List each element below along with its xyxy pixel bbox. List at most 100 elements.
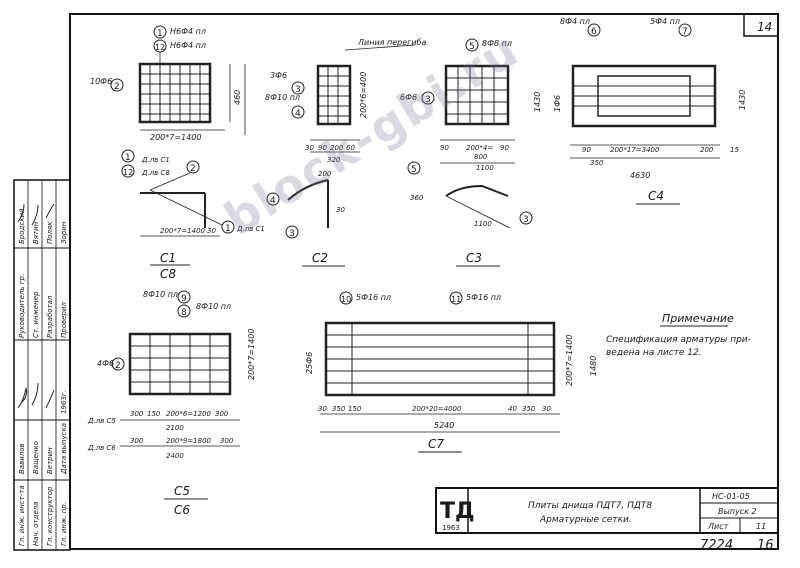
c5-height: 200*7=1400 [247,329,256,380]
c3-dim-0: 90 [440,144,449,152]
role-8: Проверил [60,302,68,338]
c2-callout-1: 3Ф6 [270,71,287,80]
c7-dim-0: 30 [318,405,327,413]
svg-text:10: 10 [341,295,351,304]
mesh-c7: 10 11 5Ф16 пл 5Ф16 пл 25Ф6 200*7=1400 14… [305,291,598,453]
svg-text:5: 5 [411,165,417,175]
c4-dim-1: 90 [582,146,591,154]
mesh-c1-plan: 1 12 2 Н6Ф4 пл Н6Ф4 пл 10Ф6 200*7=1400 4… [90,25,246,142]
name-8: Зорин [60,221,68,244]
c8-name: С8 [160,267,176,281]
c5-row-label-1: Д.лв С5 [87,417,116,425]
c1-sec-dim2: 30 [207,227,216,235]
signature-column: Гл. инж. инст-та Нач. отдела Гл. констру… [13,179,71,551]
c7-callout-2: 5Ф16 пл [466,293,501,302]
c4-dim-4: 200 [700,146,714,154]
c7-dim-4: 40 [508,405,517,413]
svg-text:4: 4 [295,109,301,119]
c1-callout-2: Н6Ф4 пл [170,41,206,50]
name-2: Ветрин [46,447,54,474]
c7-dim-1: 350 [332,405,346,413]
c3-name: С3 [466,251,482,265]
mesh-c1-section: 1 12 2 1 Д.лв С1 Д.лв С8 Д.лв С1 200*7=1… [121,149,265,281]
c1-section-label-1: Д.лв С1 [141,156,170,164]
note-line-1: Спецификация арматуры при- [606,335,751,345]
mesh-c2: Линия перегиба 3Ф6 8Ф10 пл 3 4 200*6=400… [265,38,426,267]
name-1: Ващенко [32,441,40,474]
svg-text:3: 3 [425,95,431,105]
c7-dim-6: 30 [542,405,551,413]
c2-sec-dim-2: 30 [336,206,345,214]
c1-width: 200*7=1400 [150,133,201,142]
c3-callout-1: 8Ф8 пл [482,39,512,48]
c3-callout-2: 6Ф6 [400,93,417,102]
c5-row2-0: 300 [130,437,144,445]
mesh-c3: 5 3 8Ф8 пл 6Ф6 1430 90 200*4= 800 1100 9… [400,38,542,267]
c5-name: С5 [174,484,190,498]
svg-text:9: 9 [181,294,187,304]
svg-text:4: 4 [270,196,276,206]
c7-name: С7 [428,437,444,451]
c5-side: 4Ф6 [97,359,114,368]
stamp-code: НС-01-05 [712,492,750,501]
svg-text:12: 12 [155,43,165,52]
c7-callout-1: 5Ф16 пл [356,293,391,302]
c5-row1-0: 300 [130,410,144,418]
c2-dim-0: 30 [305,144,314,152]
c1-height: 460 [233,90,242,105]
c4-height: 1430 [738,90,747,110]
c3-dim-2: 200*4= [466,144,493,152]
note-title: Примечание [662,312,734,325]
c5-total1: 2100 [166,424,184,432]
svg-text:3: 3 [289,229,295,239]
svg-text:8: 8 [181,308,187,318]
c2-dim-1: 90 [318,144,327,152]
c4-dim-2: 350 [590,159,604,167]
c1-section-label-2: Д.лв С8 [141,169,170,177]
logo-letters: ТД [440,499,475,524]
name-7: Поляк [46,221,54,244]
note-block: Примечание Спецификация арматуры при- ве… [606,312,751,358]
role-1: Нач. отдела [32,502,40,546]
svg-text:7: 7 [682,27,688,37]
sheet-number: 14 [757,20,772,34]
c5-row2-2: 300 [220,437,234,445]
name-5: Бродский [18,208,26,244]
c7-height: 1480 [589,356,598,376]
role-7: Разработал [46,295,54,338]
role-0: Гл. инж. инст-та [18,485,26,546]
svg-text:2: 2 [190,164,196,174]
c4-name: С4 [648,189,664,203]
mesh-c5: 9 8 2 8Ф10 пл 8Ф10 пл 4Ф6 200*7=1400 300… [87,290,256,517]
c4-dim-0: 200*17=3400 [610,146,660,154]
c4-dim-total: 4630 [630,171,650,180]
c7-total: 5240 [434,421,454,430]
c4-callout-2: 5Ф4 пл [650,17,680,26]
role-4: Дата выпуска [60,423,68,475]
svg-text:6: 6 [591,27,597,37]
stamp-title-2: Арматурные сетки. [539,515,632,525]
c7-side: 25Ф6 [305,352,314,374]
c2-dim-4: 60 [346,144,355,152]
c5-row1-2: 200*6=1200 [166,410,212,418]
c5-row1-1: 150 [147,410,161,418]
c5-row-label-2: Д.лв С6 [87,444,116,452]
sheet-number-box [743,13,779,37]
c5-total2: 2400 [166,452,184,460]
name-0: Вавилов [18,443,26,474]
svg-text:12: 12 [123,168,133,177]
svg-text:1: 1 [157,29,163,39]
stamp-sheet-label: Лист [707,522,729,531]
c1-callout-1: Н6Ф4 пл [170,27,206,36]
c3-sec-dim: 360 [410,194,424,202]
c5-row1-4: 300 [215,410,229,418]
svg-text:3: 3 [295,85,301,95]
c3-dim-3: 800 [474,153,488,161]
bottom-code: 7224 [700,538,733,553]
svg-text:1: 1 [125,153,131,163]
role-3: Гл. инж. пр. [60,502,68,546]
c2-name: С2 [312,251,328,265]
mesh-c4: 6 7 8Ф4 пл 5Ф4 пл 1Ф6 1430 200*17=3400 9… [553,17,747,205]
c5-callout-2: 8Ф10 пл [196,302,231,311]
c3-dim-5: 90 [500,144,509,152]
